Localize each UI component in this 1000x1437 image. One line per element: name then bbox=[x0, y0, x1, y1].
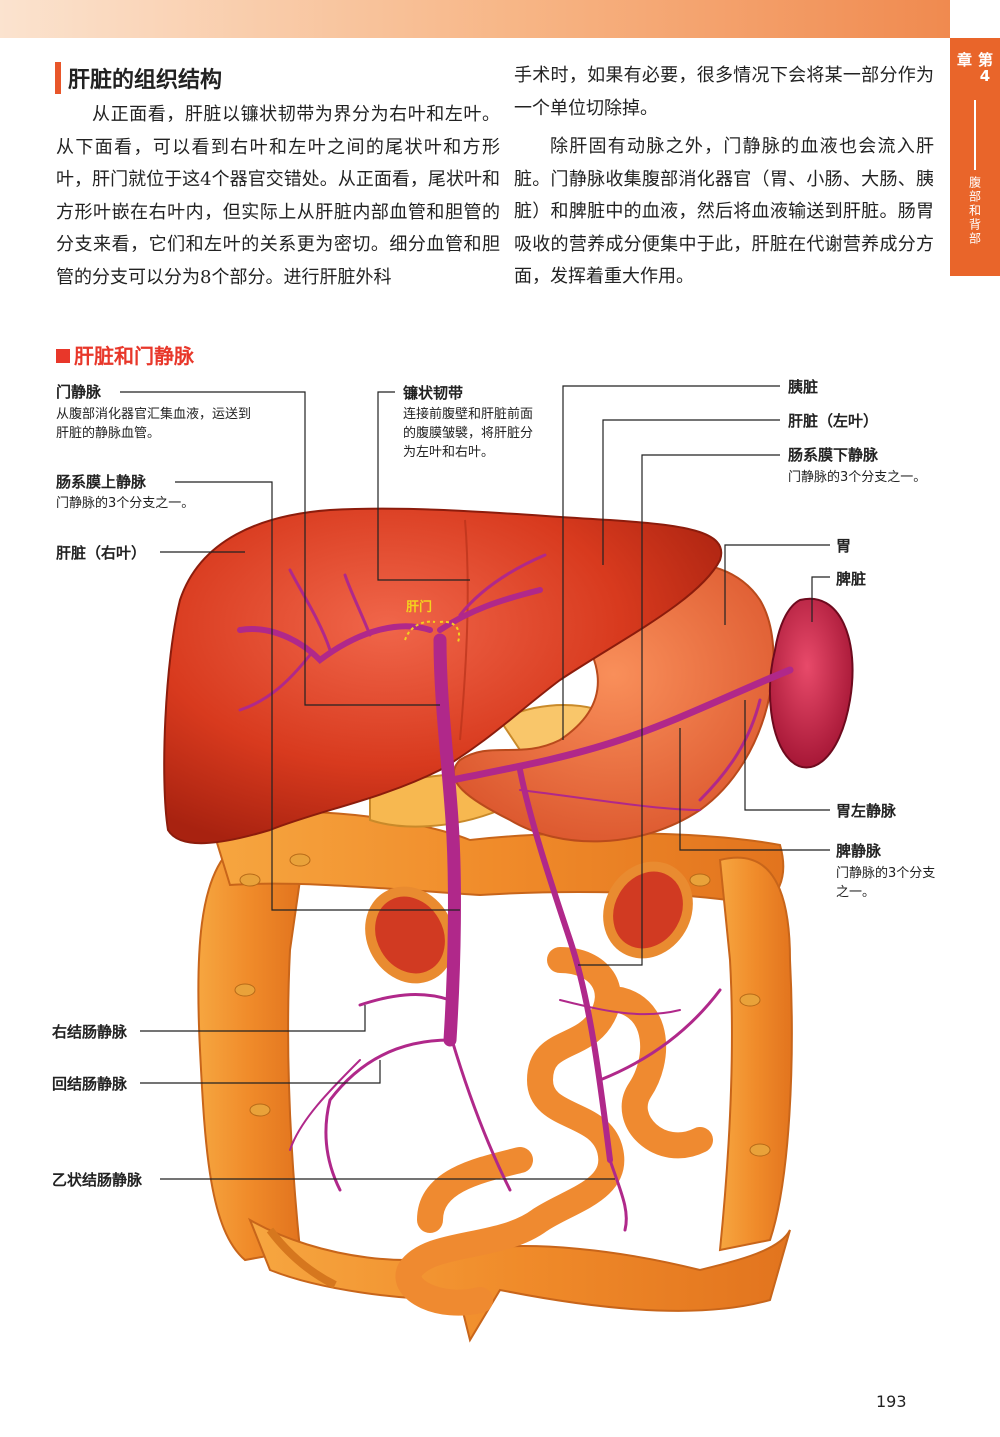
label-left-gastric-vein: 胃左静脉 bbox=[836, 802, 897, 820]
paragraph-1: 从正面看，肝脏以镰状韧带为界分为右叶和左叶。从下面看，可以看到右叶和左叶之间的尾… bbox=[56, 104, 500, 288]
label-splenic-vein: 脾静脉 bbox=[836, 842, 882, 860]
label-portal-vein: 门静脉 bbox=[56, 383, 102, 401]
label-inf-mesenteric-vein: 肠系膜下静脉 bbox=[788, 446, 879, 464]
label-spleen: 脾脏 bbox=[836, 570, 867, 588]
portal-vein-system bbox=[237, 553, 794, 1232]
leader-lines bbox=[120, 385, 830, 1180]
label-liver-left-lobe: 肝脏（左叶） bbox=[788, 412, 879, 430]
chapter-number: 第4章 bbox=[955, 52, 994, 85]
stomach bbox=[452, 562, 775, 843]
desc-inf-mesenteric-vein: 门静脉的3个分支之一。 bbox=[788, 470, 927, 485]
intestine-openings bbox=[365, 861, 693, 984]
spleen bbox=[769, 597, 854, 769]
paragraph-2: 手术时，如果有必要，很多情况下会将某一部分作为一个单位切除掉。 bbox=[514, 65, 934, 119]
paragraph-3: 除肝固有动脉之外，门静脉的血液也会流入肝脏。门静脉收集腹部消化器官（胃、小肠、大… bbox=[514, 136, 934, 287]
hilum-marker bbox=[404, 620, 460, 643]
desc-portal-vein: 从腹部消化器官汇集血液，运送到肝脏的静脉血管。 bbox=[56, 407, 252, 441]
label-stomach: 胃 bbox=[836, 537, 852, 555]
label-pancreas: 胰脏 bbox=[788, 378, 819, 396]
header-band bbox=[0, 0, 950, 38]
desc-sup-mesenteric-vein: 门静脉的3个分支之一。 bbox=[56, 496, 195, 511]
label-liver-right-lobe: 肝脏（右叶） bbox=[56, 544, 147, 562]
chapter-tab[interactable]: 第4章 腹部和背部 bbox=[950, 38, 1000, 276]
desc-falciform-ligament: 连接前腹壁和肝脏前面的腹膜皱襞，将肝脏分为左叶和右叶。 bbox=[403, 407, 534, 460]
figure-heading-text: 肝脏和门静脉 bbox=[74, 344, 194, 368]
chapter-name: 腹部和背部 bbox=[967, 176, 982, 246]
label-sup-mesenteric-vein: 肠系膜上静脉 bbox=[56, 473, 147, 491]
heading-square-icon bbox=[56, 349, 70, 363]
label-sigmoid-vein: 乙状结肠静脉 bbox=[52, 1171, 143, 1189]
hilum-label: 肝门 bbox=[406, 600, 433, 615]
label-right-colic-vein: 右结肠静脉 bbox=[52, 1023, 128, 1041]
section-marker bbox=[55, 62, 61, 94]
colon bbox=[197, 810, 793, 1343]
label-falciform-ligament: 镰状韧带 bbox=[403, 384, 464, 402]
label-ileocolic-vein: 回结肠静脉 bbox=[52, 1075, 128, 1093]
section-title: 肝脏的组织结构 bbox=[68, 68, 223, 93]
chapter-divider bbox=[974, 100, 976, 170]
page-number: 193 bbox=[876, 1392, 907, 1411]
figure-heading: 肝脏和门静脉 bbox=[56, 340, 194, 369]
desc-splenic-vein: 门静脉的3个分支之一。 bbox=[836, 866, 936, 900]
